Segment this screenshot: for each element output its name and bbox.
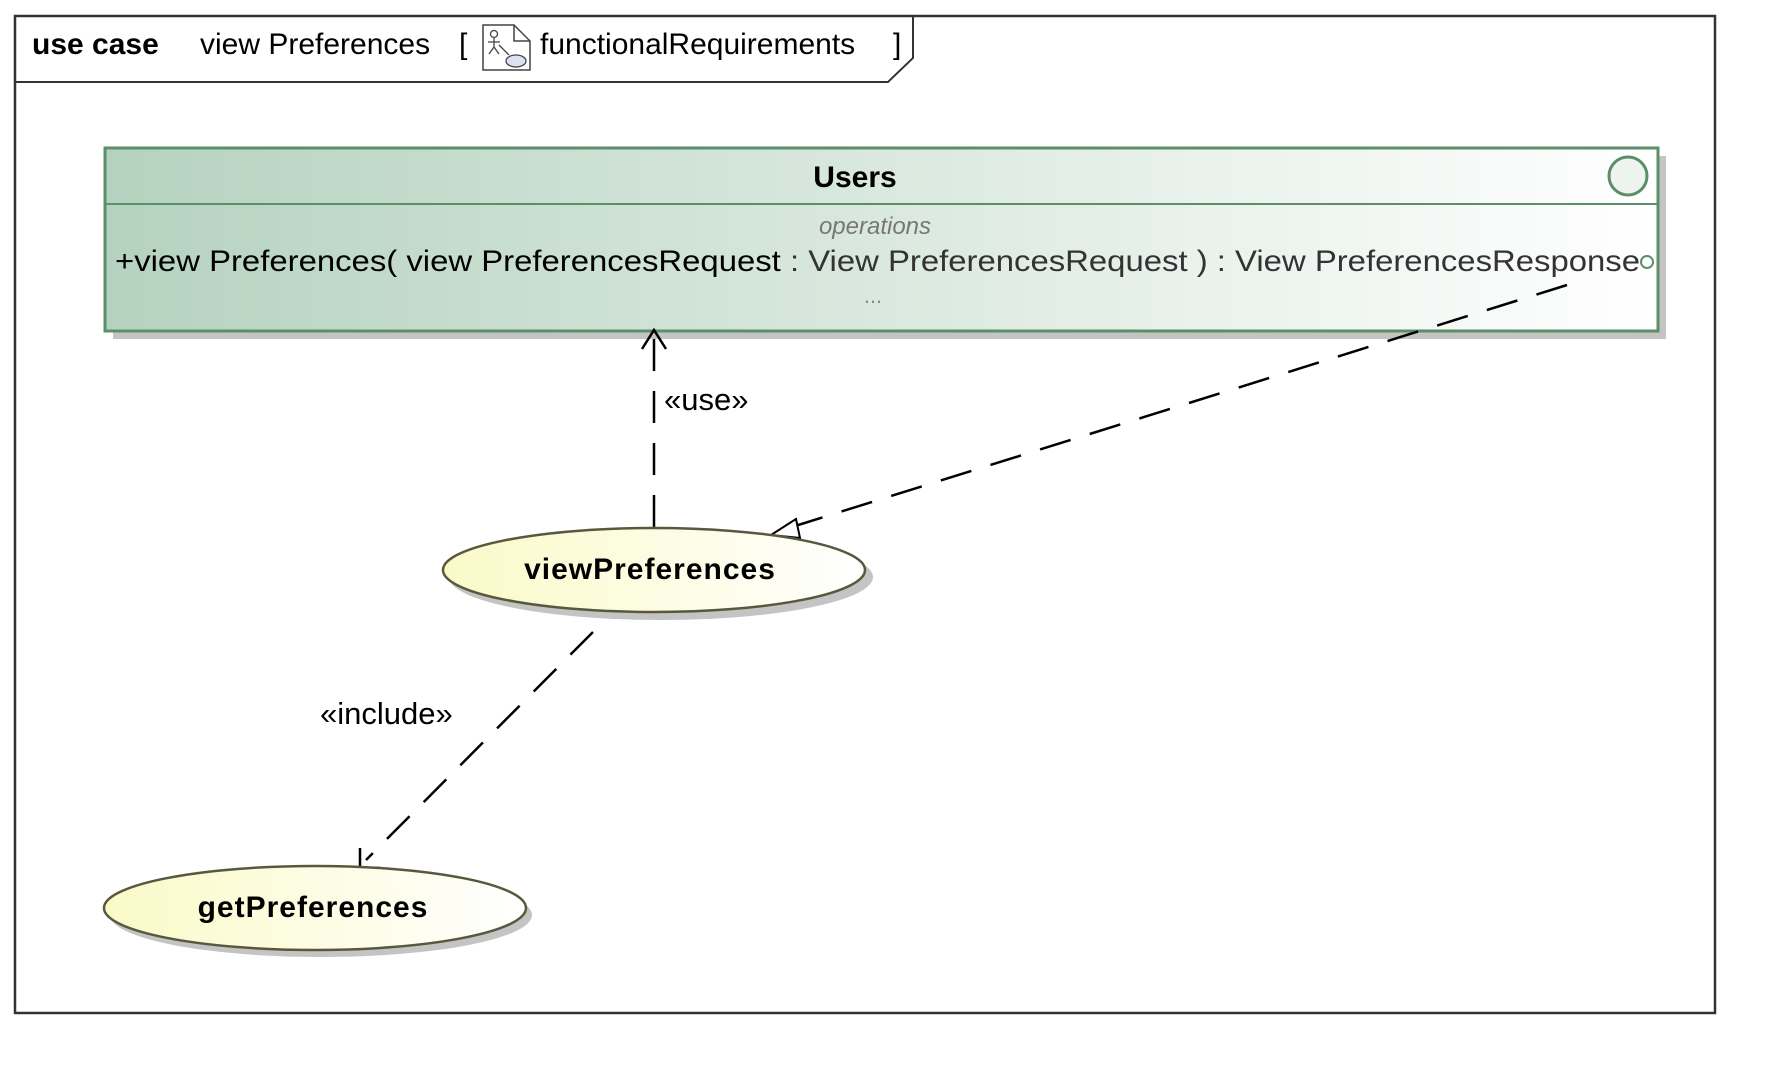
use-stereotype: «use»: [664, 382, 748, 417]
use-case-getPreferences[interactable]: getPreferences: [102, 864, 532, 957]
operation-params: +view Preferences( view PreferencesReque…: [115, 245, 782, 278]
diagram-frame: use case view Preferences [ functionalRe…: [13, 14, 1717, 1015]
interface-circle-icon: [1607, 155, 1649, 197]
block-body: [103, 146, 1660, 333]
port-circle: [1640, 255, 1654, 269]
use-case-viewPreferences[interactable]: viewPreferences: [441, 526, 873, 620]
frame-diagram-name: view Preferences: [200, 28, 430, 61]
operation-signature[interactable]: +view Preferences( view PreferencesReque…: [115, 245, 1640, 278]
include-connector[interactable]: «include»: [320, 631, 594, 870]
block-name: Users: [813, 161, 896, 194]
use-case-name: viewPreferences: [524, 553, 776, 586]
use-case-diagram-icon: [482, 24, 531, 71]
use-case-ellipse: [102, 864, 528, 952]
use-case-name: getPreferences: [198, 891, 429, 924]
include-arrowhead: [358, 848, 380, 870]
use-arrowhead: [640, 327, 668, 350]
frame-keyword: use case: [32, 28, 159, 61]
operation-types: : View PreferencesRequest ) : View Prefe…: [781, 245, 1640, 278]
compartment-more: ...: [864, 283, 882, 308]
use-connector[interactable]: «use»: [640, 327, 748, 527]
frame-diagram-type: functionalRequirements: [540, 28, 855, 61]
frame-open-bracket: [: [459, 28, 468, 61]
use-case-ellipse: [441, 526, 867, 614]
frame-close-bracket: ]: [893, 28, 901, 61]
compartment-label: operations: [819, 213, 931, 240]
include-stereotype: «include»: [320, 696, 453, 731]
users-interface-block[interactable]: Users operations +view Preferences( view…: [103, 146, 1666, 339]
